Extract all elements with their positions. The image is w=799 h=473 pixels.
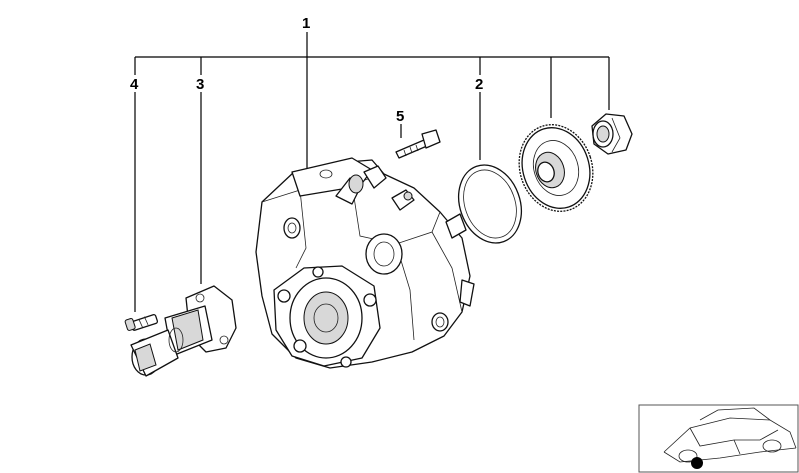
car-location-icon — [663, 407, 797, 469]
location-marker-icon — [691, 457, 703, 469]
o-ring-part-2[interactable] — [448, 156, 532, 252]
nut[interactable] — [591, 113, 633, 155]
high-pressure-pump-part-1[interactable] — [255, 157, 475, 369]
bolt-part-5[interactable] — [395, 129, 441, 159]
callout-2[interactable]: 2 — [475, 76, 483, 93]
drive-gear[interactable] — [508, 115, 604, 221]
callout-5[interactable]: 5 — [396, 108, 404, 125]
leader-lines — [134, 32, 610, 312]
callout-1[interactable]: 1 — [302, 15, 310, 32]
pressure-valve-part-3[interactable] — [130, 285, 237, 377]
callout-3[interactable]: 3 — [196, 76, 204, 93]
car-location-thumbnail — [638, 404, 799, 473]
callout-4[interactable]: 4 — [130, 76, 139, 93]
screw-part-4[interactable] — [124, 314, 159, 331]
